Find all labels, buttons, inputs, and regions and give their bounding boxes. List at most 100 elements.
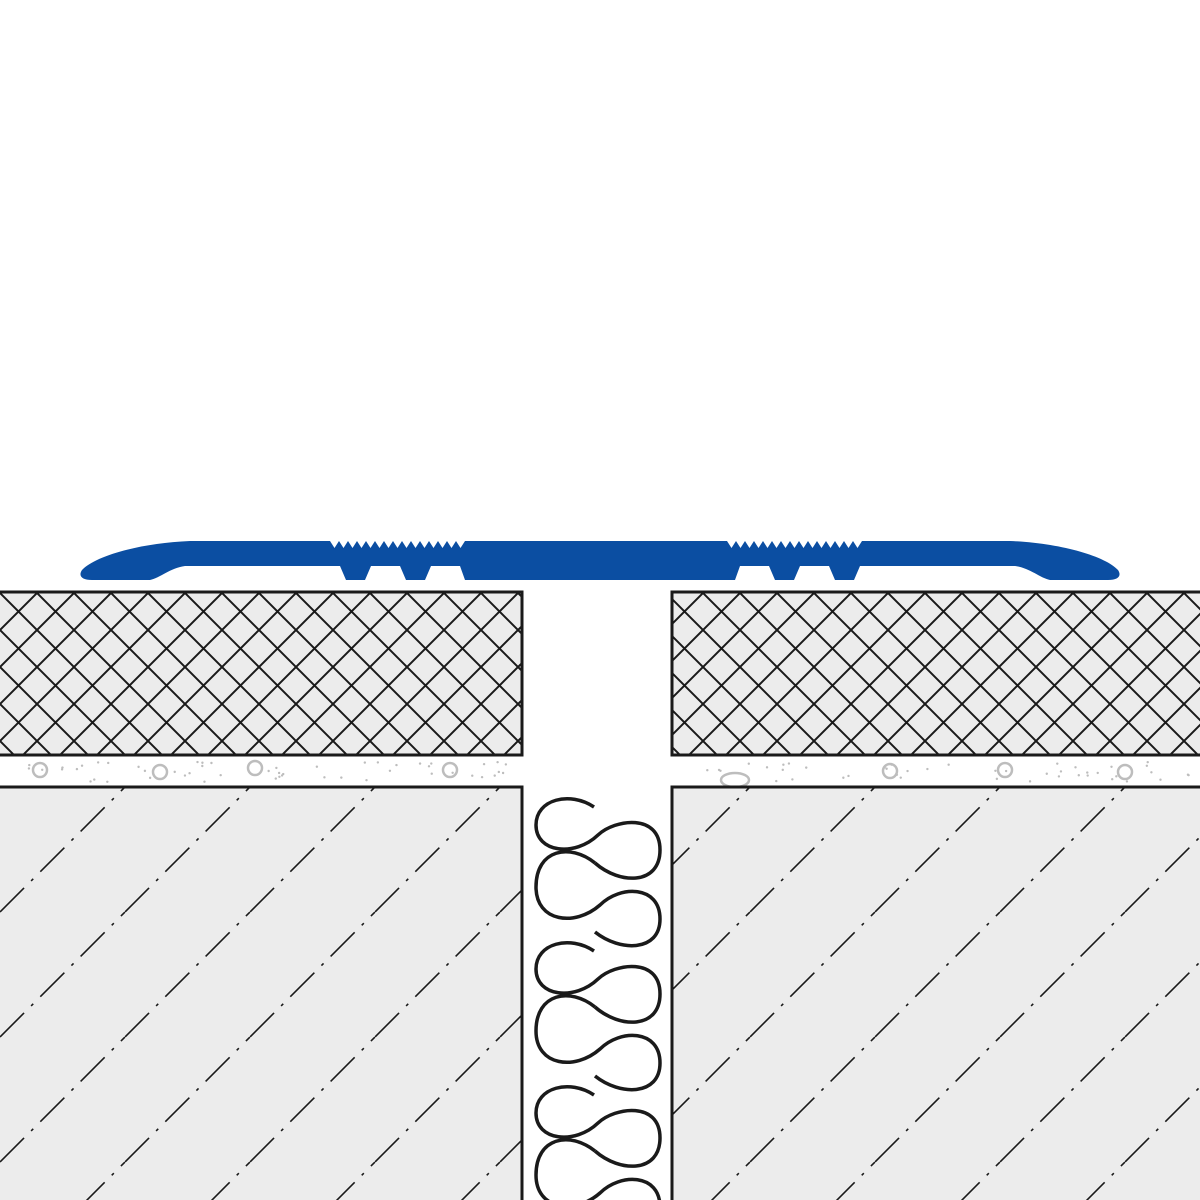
mortar-speck <box>781 768 784 772</box>
right-screed <box>670 785 1200 1200</box>
mortar-speck <box>496 760 499 764</box>
mortar-speck <box>1145 764 1149 767</box>
mortar-aggregate <box>246 759 264 777</box>
mortar-speck <box>203 780 206 783</box>
mortar-speck <box>278 775 281 778</box>
mortar-speck <box>201 761 204 764</box>
mortar-speck <box>188 772 191 775</box>
mortar-speck <box>275 766 278 770</box>
mortar-speck <box>277 771 281 775</box>
mortar-speck <box>418 762 422 765</box>
foam-loop <box>534 1085 662 1168</box>
mortar-speck <box>363 761 367 764</box>
mortar-speck <box>315 765 319 768</box>
mortar-speck <box>493 774 496 777</box>
mortar-bed <box>27 759 1190 789</box>
mortar-speck <box>28 763 31 767</box>
mortar-speck <box>501 771 505 775</box>
mortar-aggregate <box>1116 763 1134 781</box>
mortar-speck <box>1187 773 1190 777</box>
mortar-speck <box>340 776 343 779</box>
mortar-speck <box>1086 774 1089 777</box>
mortar-speck <box>1077 774 1080 777</box>
mortar-speck <box>947 763 950 766</box>
mortar-speck <box>1115 775 1118 778</box>
mortar-speck <box>137 765 140 769</box>
mortar-speck <box>210 761 213 765</box>
mortar-speck <box>1159 778 1162 781</box>
mortar-speck <box>847 774 850 778</box>
mortar-aggregate <box>31 761 49 779</box>
mortar-speck <box>430 762 433 765</box>
mortar-speck <box>274 777 277 780</box>
mortar-speck <box>219 773 222 777</box>
mortar-speck <box>183 774 187 777</box>
mortar-speck <box>994 769 997 773</box>
mortar-speck <box>80 764 84 767</box>
mortar-speck <box>1028 780 1032 783</box>
mortar-aggregate <box>719 771 751 789</box>
left-screed <box>0 785 524 1200</box>
mortar-speck <box>926 767 929 771</box>
mortar-aggregate <box>151 763 169 781</box>
mortar-speck <box>107 761 110 765</box>
mortar-aggregate <box>996 761 1014 779</box>
mortar-speck <box>1074 766 1077 769</box>
mortar-speck <box>1096 771 1099 775</box>
mortar-speck <box>717 768 721 772</box>
mortar-speck <box>323 776 326 779</box>
mortar-speck <box>1004 769 1008 773</box>
mortar-speck <box>430 772 433 775</box>
foam-loop <box>534 1138 661 1200</box>
mortar-speck <box>747 762 751 765</box>
mortar-speck <box>899 776 902 779</box>
mortar-speck <box>451 771 454 774</box>
mortar-speck <box>93 778 96 781</box>
right-tile <box>670 590 1200 757</box>
mortar-speck <box>1059 770 1063 773</box>
mortar-speck <box>60 768 64 771</box>
mortar-speck <box>1086 771 1089 774</box>
mortar-speck <box>1045 772 1048 775</box>
mortar-speck <box>27 767 31 770</box>
mortar-speck <box>497 770 501 774</box>
mortar-speck <box>906 769 909 773</box>
mortar-speck <box>706 769 709 772</box>
mortar-speck <box>775 779 778 783</box>
mortar-speck <box>995 777 999 781</box>
mortar-speck <box>782 763 785 766</box>
mortar-speck <box>471 774 474 777</box>
mortar-speck <box>196 760 199 764</box>
mortar-speck <box>388 769 392 772</box>
mortar-speck <box>41 768 44 771</box>
foam-loop <box>534 941 662 1024</box>
mortar-speck <box>842 776 845 779</box>
mortar-speck <box>201 764 204 768</box>
mortar-speck <box>791 778 794 781</box>
foam-loop <box>534 994 662 1092</box>
mortar-speck <box>480 775 484 779</box>
mortar-speck <box>148 776 152 780</box>
mortar-speck <box>365 778 368 782</box>
mortar-speck <box>106 780 109 784</box>
mortar-speck <box>75 767 79 771</box>
mortar-speck <box>885 767 888 770</box>
mortar-speck <box>1057 775 1061 778</box>
mortar-speck <box>1111 778 1114 781</box>
mortar-aggregate <box>881 762 899 780</box>
mortar-speck <box>61 766 64 769</box>
transition-profile <box>80 541 1120 580</box>
mortar-speck <box>282 772 285 776</box>
mortar-speck <box>427 765 431 768</box>
mortar-speck <box>787 762 791 765</box>
mortar-speck <box>1056 762 1059 765</box>
foam-joint-filler <box>534 797 662 1200</box>
mortar-speck <box>504 763 508 766</box>
mortar-speck <box>1125 780 1129 783</box>
mortar-speck <box>173 770 176 774</box>
foam-loop <box>534 850 662 948</box>
mortar-speck <box>376 761 380 764</box>
left-tile <box>0 590 524 757</box>
mortar-speck <box>267 769 270 773</box>
